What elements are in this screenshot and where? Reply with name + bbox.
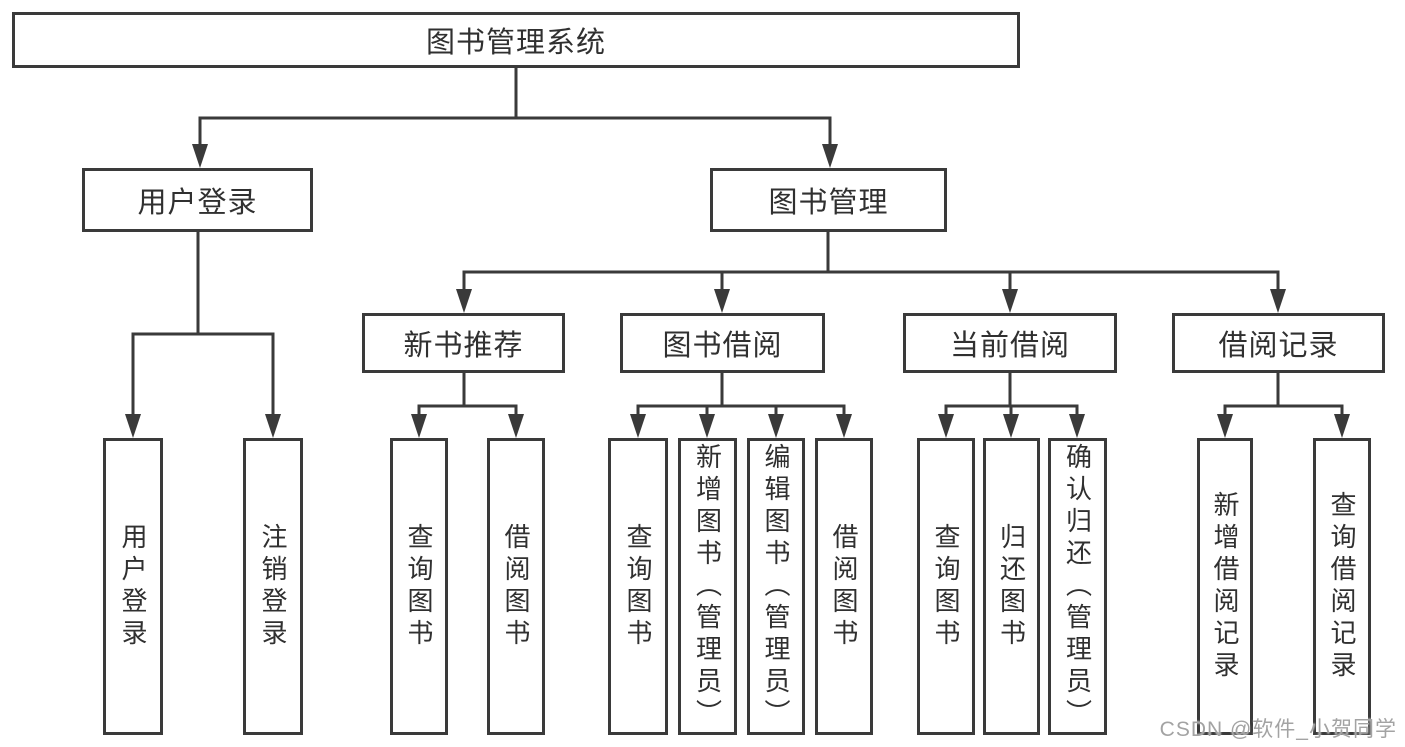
csdn-watermark: CSDN @软件_小贺同学: [1159, 718, 1397, 741]
leaf-user-login: 用户登录: [103, 438, 163, 735]
leaf-label: 借阅图书: [501, 522, 531, 651]
node-borrowing-records: 借阅记录: [1172, 313, 1385, 373]
leaf-label: 新增图书（管理员）: [692, 442, 723, 731]
leaf-query-borrow-record: 查询借阅记录: [1313, 438, 1371, 735]
leaf-borrow-books-recommend: 借阅图书: [487, 438, 545, 735]
node-book-borrowing: 图书借阅: [620, 313, 825, 373]
leaf-label: 归还图书: [996, 522, 1027, 651]
leaf-label: 查询图书: [623, 522, 653, 651]
leaf-borrow-books-borrowing: 借阅图书: [815, 438, 873, 735]
leaf-label: 确认归还（管理员）: [1062, 442, 1093, 731]
node-label: 用户登录: [137, 187, 258, 219]
node-label: 图书管理系统: [425, 27, 606, 59]
leaf-query-books-recommend: 查询图书: [390, 438, 448, 735]
leaf-label: 注销登录: [258, 522, 288, 651]
leaf-add-borrow-record: 新增借阅记录: [1197, 438, 1253, 735]
node-label: 图书借阅: [662, 330, 783, 362]
node-book-management: 图书管理: [710, 168, 947, 232]
leaf-return-books: 归还图书: [983, 438, 1040, 735]
leaf-query-books-borrowing: 查询图书: [608, 438, 668, 735]
leaf-edit-book-admin: 编辑图书（管理员）: [747, 438, 805, 735]
leaf-add-book-admin: 新增图书（管理员）: [678, 438, 737, 735]
node-new-book-recommend: 新书推荐: [362, 313, 565, 373]
node-current-borrowing: 当前借阅: [903, 313, 1117, 373]
leaf-label: 查询借阅记录: [1327, 490, 1357, 683]
leaf-confirm-return-admin: 确认归还（管理员）: [1048, 438, 1107, 735]
leaf-label: 查询图书: [931, 522, 961, 651]
node-label: 当前借阅: [949, 330, 1070, 362]
node-label: 新书推荐: [403, 330, 524, 362]
leaf-query-books-current: 查询图书: [917, 438, 975, 735]
leaf-logout: 注销登录: [243, 438, 303, 735]
node-library-management-system: 图书管理系统: [12, 12, 1020, 68]
leaf-label: 借阅图书: [829, 522, 859, 651]
node-user-login: 用户登录: [82, 168, 313, 232]
node-label: 图书管理: [768, 187, 889, 219]
leaf-label: 查询图书: [404, 522, 434, 651]
leaf-label: 编辑图书（管理员）: [761, 442, 791, 731]
leaf-label: 新增借阅记录: [1210, 490, 1240, 683]
leaf-label: 用户登录: [118, 522, 148, 651]
node-label: 借阅记录: [1218, 330, 1339, 362]
